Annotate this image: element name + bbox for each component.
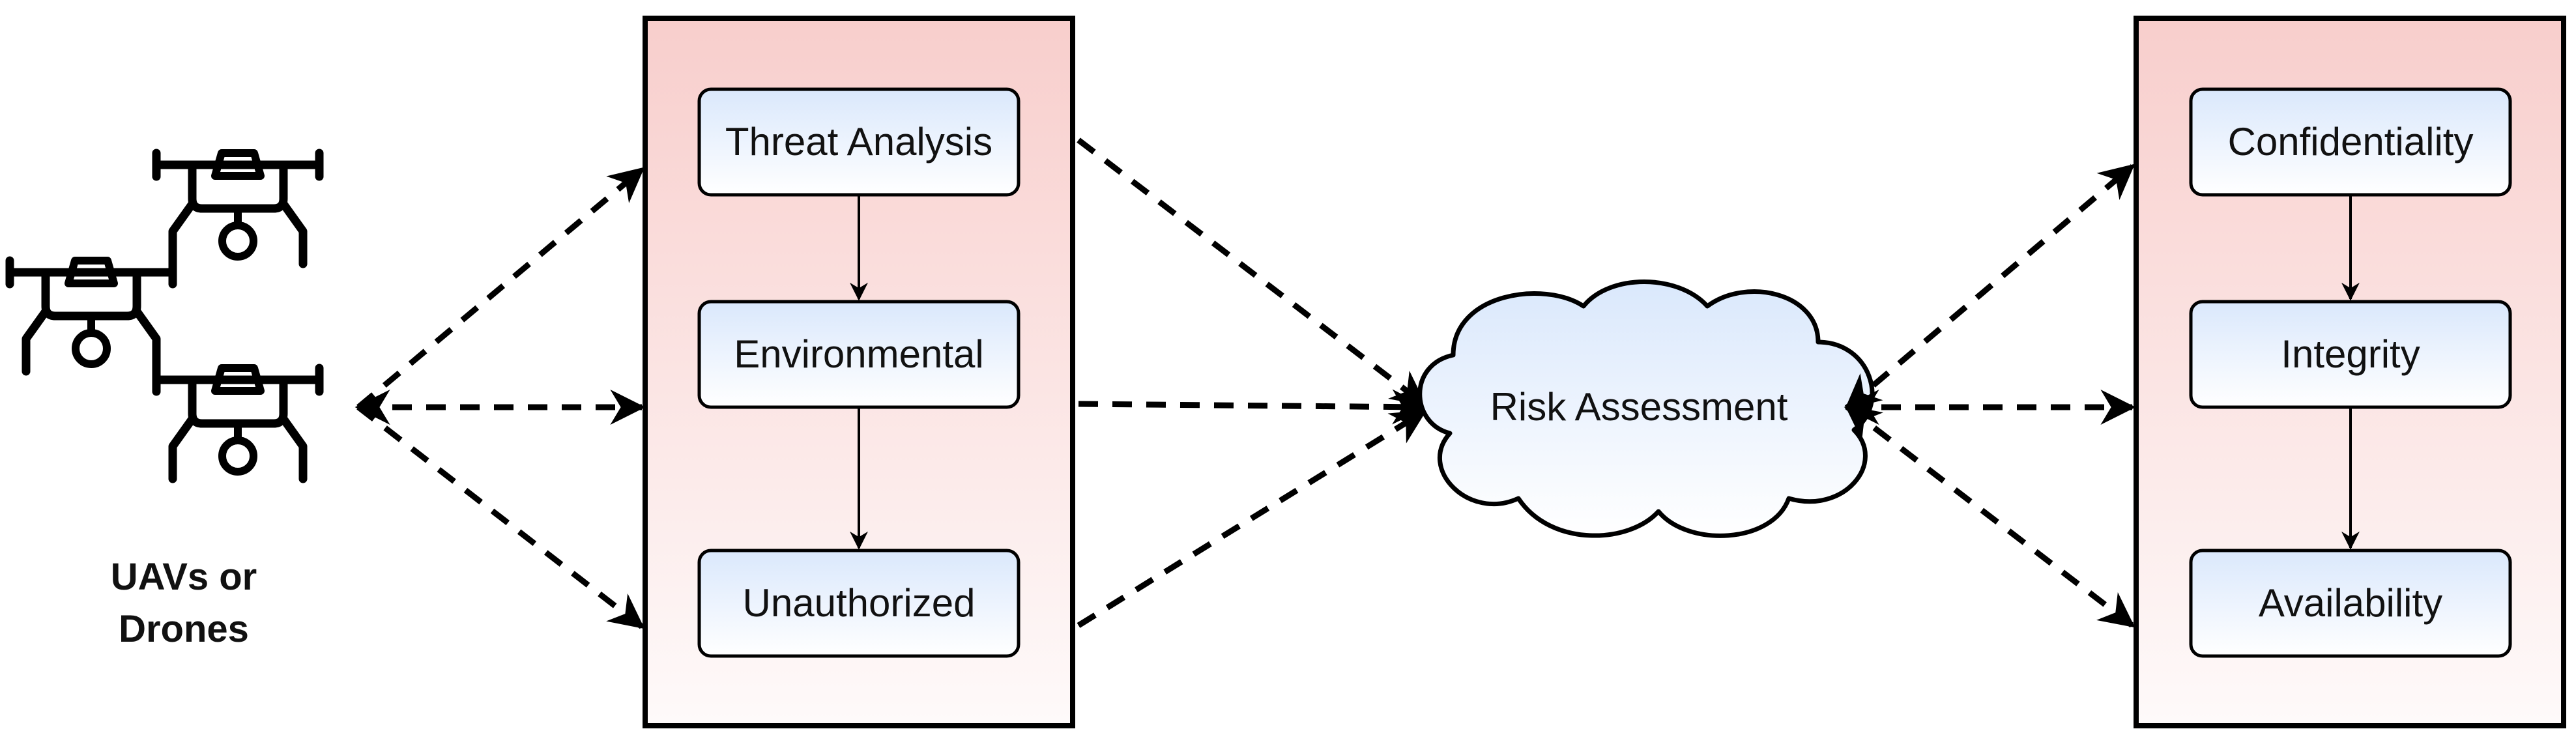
threats-to-risk-arrow-mid — [1078, 389, 1428, 425]
drone-icon — [156, 368, 319, 479]
drone-cluster — [10, 153, 319, 479]
threat-node-3: Unauthorized — [697, 549, 1020, 658]
risk-assessment-cloud: Risk Assessment — [1417, 279, 1875, 538]
cia-node-1: Confidentiality — [2189, 87, 2512, 197]
uav-caption-line1: UAVs or — [111, 556, 257, 598]
cia-node-3: Availability — [2189, 549, 2512, 658]
threat-node-1: Threat Analysis — [697, 87, 1020, 197]
drones-to-threats-arrow-top — [356, 167, 645, 410]
drone-icon — [10, 261, 173, 371]
risk-to-cia-arrow-bottom — [1844, 405, 2135, 628]
drone-icon — [156, 153, 319, 264]
cia-node-2-label: Integrity — [2281, 332, 2420, 376]
uav-caption-line2: Drones — [119, 608, 249, 650]
threats-to-risk-arrow-bottom — [1077, 409, 1427, 628]
drones-to-threats-arrow-bottom — [356, 405, 645, 629]
threats-to-risk-arrow-top — [1077, 137, 1427, 407]
risk-assessment-label: Risk Assessment — [1490, 385, 1788, 429]
threat-node-2-label: Environmental — [734, 332, 984, 376]
cia-node-2: Integrity — [2189, 300, 2512, 409]
risk-to-cia-arrow-top — [1844, 164, 2135, 410]
threat-node-3-label: Unauthorized — [743, 581, 976, 625]
threat-node-1-label: Threat Analysis — [725, 120, 992, 164]
cia-node-3-label: Availability — [2259, 581, 2442, 625]
threat-node-2: Environmental — [697, 300, 1020, 409]
cia-node-1-label: Confidentiality — [2228, 120, 2474, 164]
